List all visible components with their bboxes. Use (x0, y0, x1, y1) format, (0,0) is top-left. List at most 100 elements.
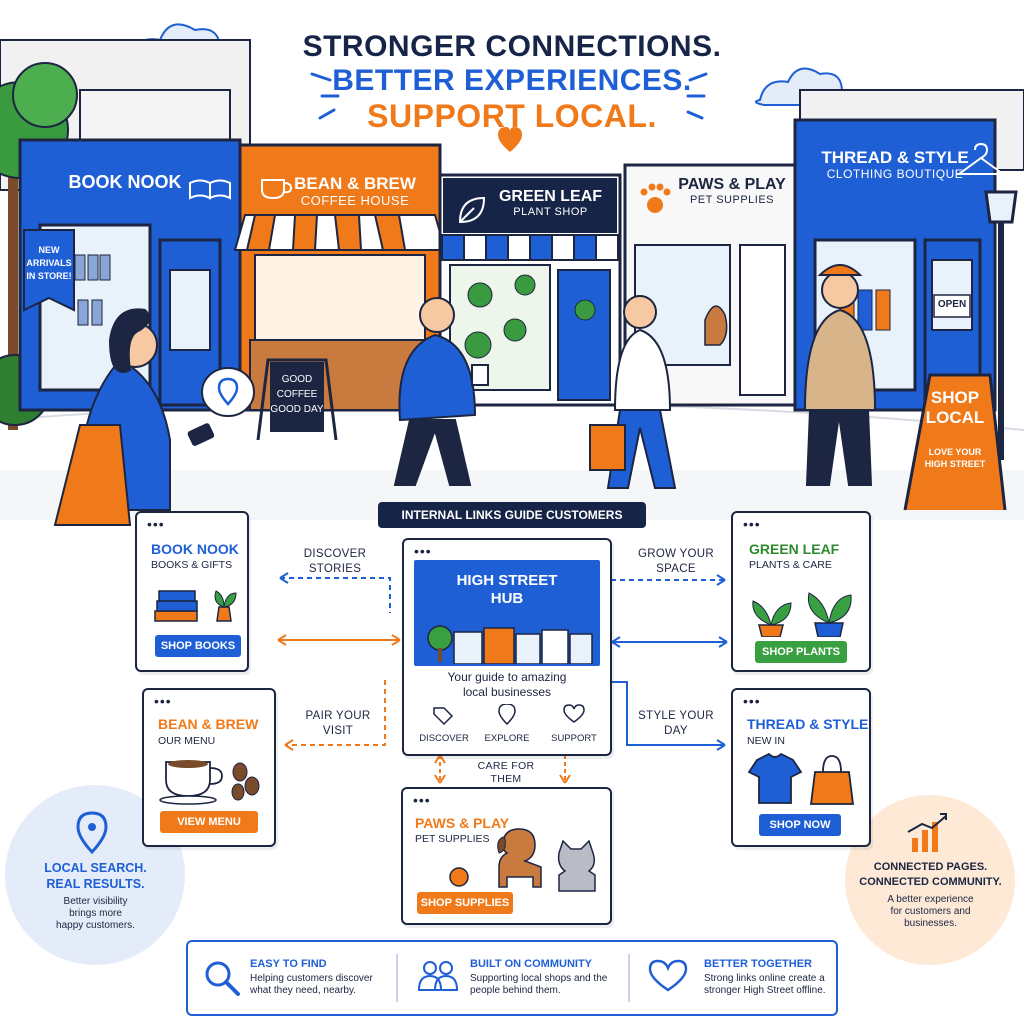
growth-chart-icon (907, 813, 947, 852)
side-note-text-line: for customers and (890, 906, 971, 917)
side-note-text-line: A better experience (887, 894, 974, 905)
hub-title: HIGH STREET HUB (414, 572, 600, 608)
awning (441, 234, 619, 261)
connector-label-grow-your-space: GROW YOUR SPACE (636, 547, 716, 577)
side-note-text-line: Better visibility (63, 896, 128, 907)
location-pin-icon (498, 704, 516, 726)
window-dots: ••• (414, 543, 432, 559)
side-note-text-line: businesses. (904, 918, 957, 929)
chalkboard-line: GOOD DAY (270, 404, 324, 415)
awning (233, 214, 447, 251)
side-note-title: CONNECTED PAGES. CONNECTED COMMUNITY. (848, 860, 1013, 890)
chalkboard-line: COFFEE (276, 389, 318, 400)
chalkboard-line: GOOD (281, 374, 313, 385)
leaf-icon (458, 196, 486, 224)
paws-play-sign: PAWS & PLAY PET SUPPLIES (672, 176, 792, 207)
connector-label-line: THEM (490, 773, 522, 785)
shop-local-board: SHOP LOCAL LOVE YOUR HIGH STREET (920, 388, 990, 470)
connector-label-line: SPACE (656, 563, 696, 575)
book-nook-card-sub: BOOKS & GIFTS (151, 559, 233, 571)
hub-card[interactable]: ••• HIGH STREET HUB Your guide to amazin… (402, 538, 612, 756)
paws-play-sign-sub: PET SUPPLIES (689, 194, 775, 207)
person-man-walking (393, 297, 489, 486)
bean-brew-card-sub: OUR MENU (158, 735, 216, 747)
bean-brew-sign: BEAN & BREW COFFEE HOUSE (290, 174, 420, 208)
hub-tagline-line: local businesses (462, 685, 552, 699)
paws-play-card-title: PAWS & PLAY (415, 815, 510, 831)
ball-icon (449, 867, 469, 887)
divider (396, 954, 398, 1002)
shop-local-sub-line: LOVE YOUR (928, 447, 982, 457)
footer-text: Supporting local shops and the people be… (470, 973, 607, 997)
window-dots: ••• (154, 693, 172, 709)
person-woman-phone (53, 308, 215, 526)
shop-plants-button[interactable]: SHOP PLANTS (755, 641, 847, 663)
window-dots: ••• (743, 516, 761, 532)
coffee-cup-icon (261, 179, 293, 200)
new-arrivals-banner: NEW ARRIVALS IN STORE! (24, 244, 74, 283)
heart-icon (563, 704, 585, 723)
side-note-title-line: LOCAL SEARCH. (44, 861, 147, 875)
paws-play-card[interactable]: ••• PAWS & PLAY PET SUPPLIES SHOP SUPPLI… (401, 787, 612, 925)
banner-line: IN STORE! (26, 271, 72, 281)
shop-now-button[interactable]: SHOP NOW (759, 814, 841, 836)
person-shopkeeper (803, 264, 877, 486)
connector-label-line: VISIT (322, 725, 354, 737)
paw-icon (640, 183, 671, 213)
person-woman-bag (589, 295, 677, 489)
search-icon (205, 961, 240, 996)
cat-icon (557, 839, 596, 892)
handbag-icon (809, 771, 855, 805)
shop-supplies-button[interactable]: SHOP SUPPLIES (417, 892, 513, 914)
shop-local-line: SHOP (930, 388, 980, 407)
hub-action-explore[interactable]: EXPLORE (484, 733, 530, 744)
hub-action-support[interactable]: SUPPORT (551, 733, 597, 744)
bean-brew-card[interactable]: ••• BEAN & BREW OUR MENU VIEW MENU (142, 688, 276, 847)
connector-label-pair-your-visit: PAIR YOUR VISIT (298, 709, 378, 739)
window-dots: ••• (147, 516, 165, 532)
connector-label-care-for-them: CARE FOR THEM (466, 760, 546, 786)
side-note-connected-pages: CONNECTED PAGES. CONNECTED COMMUNITY. A … (848, 860, 1013, 930)
green-leaf-sign-sub: PLANT SHOP (513, 206, 588, 219)
green-leaf-sign-title: GREEN LEAF (498, 188, 603, 205)
connector-label-line: STYLE YOUR (638, 710, 714, 722)
footer-title: BETTER TOGETHER (704, 958, 812, 970)
view-menu-button[interactable]: VIEW MENU (160, 811, 258, 833)
sparkle-icon (310, 72, 708, 120)
hub-banner: HIGH STREET HUB (414, 560, 600, 666)
thread-style-card-sub: NEW IN (747, 735, 785, 747)
hub-action-discover[interactable]: DISCOVER (419, 733, 469, 744)
hub-title-line: HUB (490, 590, 524, 607)
tshirt-icon (747, 752, 803, 804)
divider (628, 954, 630, 1002)
book-nook-card-title: BOOK NOOK (151, 541, 239, 557)
section-title: INTERNAL LINKS GUIDE CUSTOMERS (378, 502, 646, 528)
hub-title-line: HIGH STREET (456, 572, 558, 589)
connector-label-discover-stories: DISCOVER STORIES (295, 547, 375, 577)
chalkboard-sign: GOOD COFFEE GOOD DAY (270, 372, 324, 417)
bean-brew-sign-title: BEAN & BREW (294, 174, 416, 193)
book-nook-card[interactable]: ••• BOOK NOOK BOOKS & GIFTS SHOP BOOKS (135, 511, 249, 672)
green-leaf-card-sub: PLANTS & CARE (749, 559, 832, 571)
heart-icon (648, 959, 688, 992)
tag-icon (433, 707, 454, 726)
shop-books-button[interactable]: SHOP BOOKS (155, 635, 241, 657)
dog-icon (498, 828, 542, 888)
footer-title: EASY TO FIND (250, 958, 327, 970)
connector-label-line: STORIES (308, 563, 362, 575)
footer-benefits: EASY TO FIND Helping customers discover … (186, 940, 838, 1016)
paws-play-sign-title: PAWS & PLAY (678, 176, 786, 193)
shop-local-line: LOCAL (925, 408, 985, 427)
thread-style-sign: THREAD & STYLE CLOTHING BOUTIQUE (815, 148, 975, 181)
side-note-text-line: brings more (69, 908, 122, 919)
book-nook-sign: BOOK NOOK (68, 172, 182, 192)
thread-style-card[interactable]: ••• THREAD & STYLE NEW IN SHOP NOW (731, 688, 871, 847)
connector-label-line: DISCOVER (303, 548, 367, 560)
banner-line: NEW (38, 245, 60, 255)
bean-brew-sign-sub: COFFEE HOUSE (300, 192, 410, 208)
community-icon (417, 961, 459, 991)
book-icon (189, 179, 231, 200)
plant-icon (214, 590, 237, 608)
green-leaf-card[interactable]: ••• GREEN LEAF PLANTS & CARE SHOP PLANTS (731, 511, 871, 672)
hub-tagline-line: Your guide to amazing (447, 670, 567, 684)
